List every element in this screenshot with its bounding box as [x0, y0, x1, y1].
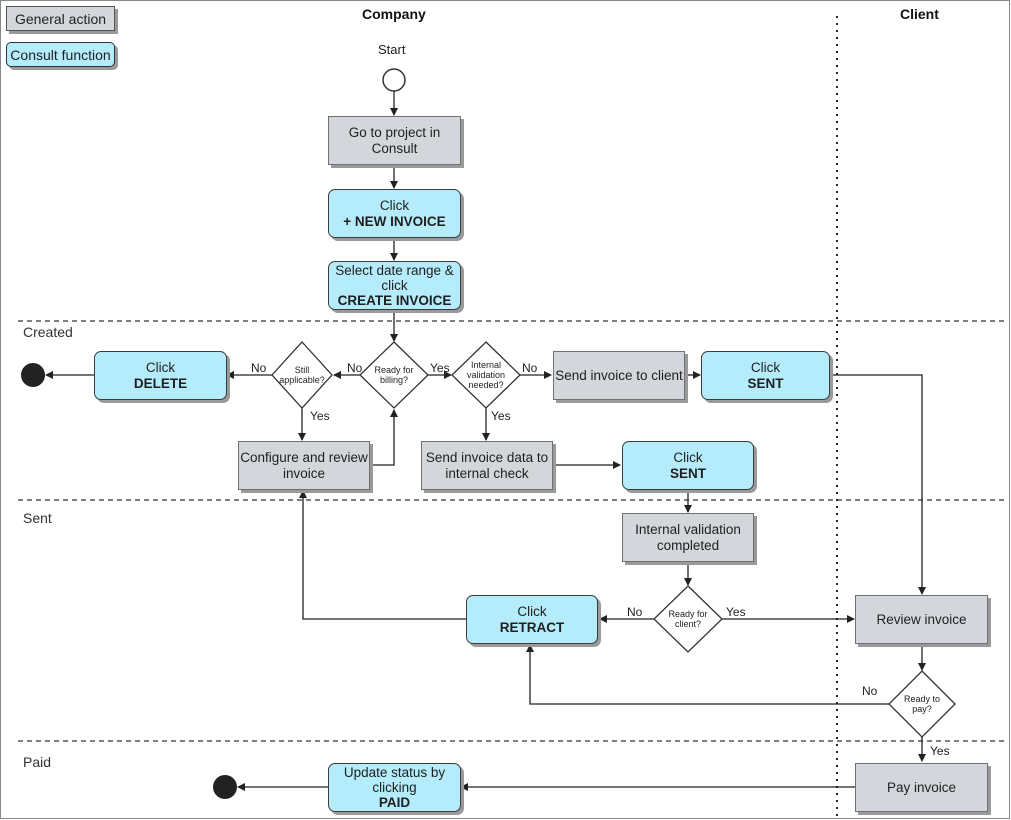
decision-ready-for-client-label: Ready for client?	[668, 609, 708, 629]
edge-label-yes: Yes	[491, 409, 511, 423]
node-send-internal: Send invoice data to internal check	[421, 441, 553, 490]
sent-button-label-internal: SENT	[669, 465, 706, 481]
edge-label-no: No	[347, 361, 363, 375]
column-header-company: Company	[362, 6, 426, 22]
node-send-client-text: Send invoice to client	[555, 367, 683, 383]
decision-still-applicable-label: Still applicable?	[279, 365, 325, 385]
node-internal-completed-text: Internal validation completed	[635, 521, 741, 553]
edge-sent-review	[830, 374, 926, 595]
node-new-invoice: Click + NEW INVOICE	[328, 189, 461, 238]
legend-consult-label: Consult function	[10, 46, 111, 63]
node-review-invoice-text: Review invoice	[876, 611, 967, 627]
decision-ready-for-billing-label: Ready for billing?	[374, 365, 414, 385]
decision-internal-validation-label: Internal validation needed?	[466, 360, 506, 390]
create-invoice-button-label: CREATE INVOICE	[337, 293, 452, 308]
start-label: Start	[378, 42, 406, 57]
node-delete: Click DELETE	[94, 351, 227, 400]
node-sent-internal: Click SENT	[622, 441, 754, 490]
legend-general-label: General action	[14, 10, 107, 27]
node-sent-internal-click: Click	[673, 449, 703, 465]
node-pay-invoice-text: Pay invoice	[886, 779, 957, 795]
legend-general-action: General action	[6, 6, 115, 31]
node-send-client: Send invoice to client	[553, 351, 685, 400]
node-go-to-project-text: Go to project in Consult	[348, 124, 441, 156]
decision-ready-for-billing	[359, 341, 429, 409]
node-select-date-text: Select date range & click	[335, 263, 454, 293]
node-update-status: Update status by clicking PAID	[328, 763, 461, 812]
edge-label-no: No	[627, 605, 643, 619]
node-pay-invoice: Pay invoice	[855, 763, 988, 812]
node-sent-client: Click SENT	[701, 351, 830, 400]
delete-button-label: DELETE	[133, 375, 188, 391]
sent-button-label-client: SENT	[747, 375, 784, 391]
node-update-status-text: Update status by clicking	[343, 765, 446, 795]
end-node-delete	[21, 363, 45, 387]
retract-button-label: RETRACT	[499, 619, 565, 635]
end-node-paid	[213, 775, 237, 799]
lane-label-sent: Sent	[23, 510, 52, 526]
node-internal-completed: Internal validation completed	[622, 513, 754, 562]
paid-button-label: PAID	[378, 795, 411, 810]
edge-configure-billing	[370, 409, 398, 466]
node-create-invoice: Select date range & click CREATE INVOICE	[328, 261, 461, 310]
decision-ready-for-client	[653, 585, 723, 653]
node-configure-review: Configure and review invoice	[238, 441, 370, 490]
edge-label-no: No	[251, 361, 267, 375]
node-configure-text: Configure and review invoice	[240, 449, 368, 481]
node-delete-click: Click	[145, 359, 176, 375]
start-node	[382, 68, 406, 92]
edge-label-yes: Yes	[430, 361, 450, 375]
column-header-client: Client	[900, 6, 939, 22]
node-new-invoice-click: Click	[379, 197, 410, 213]
node-retract: Click RETRACT	[466, 595, 598, 644]
edge-label-yes: Yes	[930, 744, 950, 758]
node-sent-client-click: Click	[750, 359, 781, 375]
edge-label-yes: Yes	[310, 409, 330, 423]
node-send-internal-text: Send invoice data to internal check	[425, 449, 549, 481]
legend-consult-function: Consult function	[6, 42, 115, 67]
lane-label-created: Created	[23, 324, 73, 340]
edge-label-yes: Yes	[726, 605, 746, 619]
decision-ready-to-pay-label: Ready to pay?	[903, 694, 941, 714]
edge-label-no: No	[862, 684, 878, 698]
edge-label-no: No	[522, 361, 538, 375]
node-retract-click: Click	[517, 603, 547, 619]
new-invoice-button-label: + NEW INVOICE	[343, 213, 446, 229]
lane-label-paid: Paid	[23, 754, 52, 770]
node-review-invoice: Review invoice	[855, 595, 988, 644]
edge-pay-no	[526, 644, 889, 705]
edge-retract-configure	[299, 490, 466, 620]
node-go-to-project: Go to project in Consult	[328, 116, 461, 165]
